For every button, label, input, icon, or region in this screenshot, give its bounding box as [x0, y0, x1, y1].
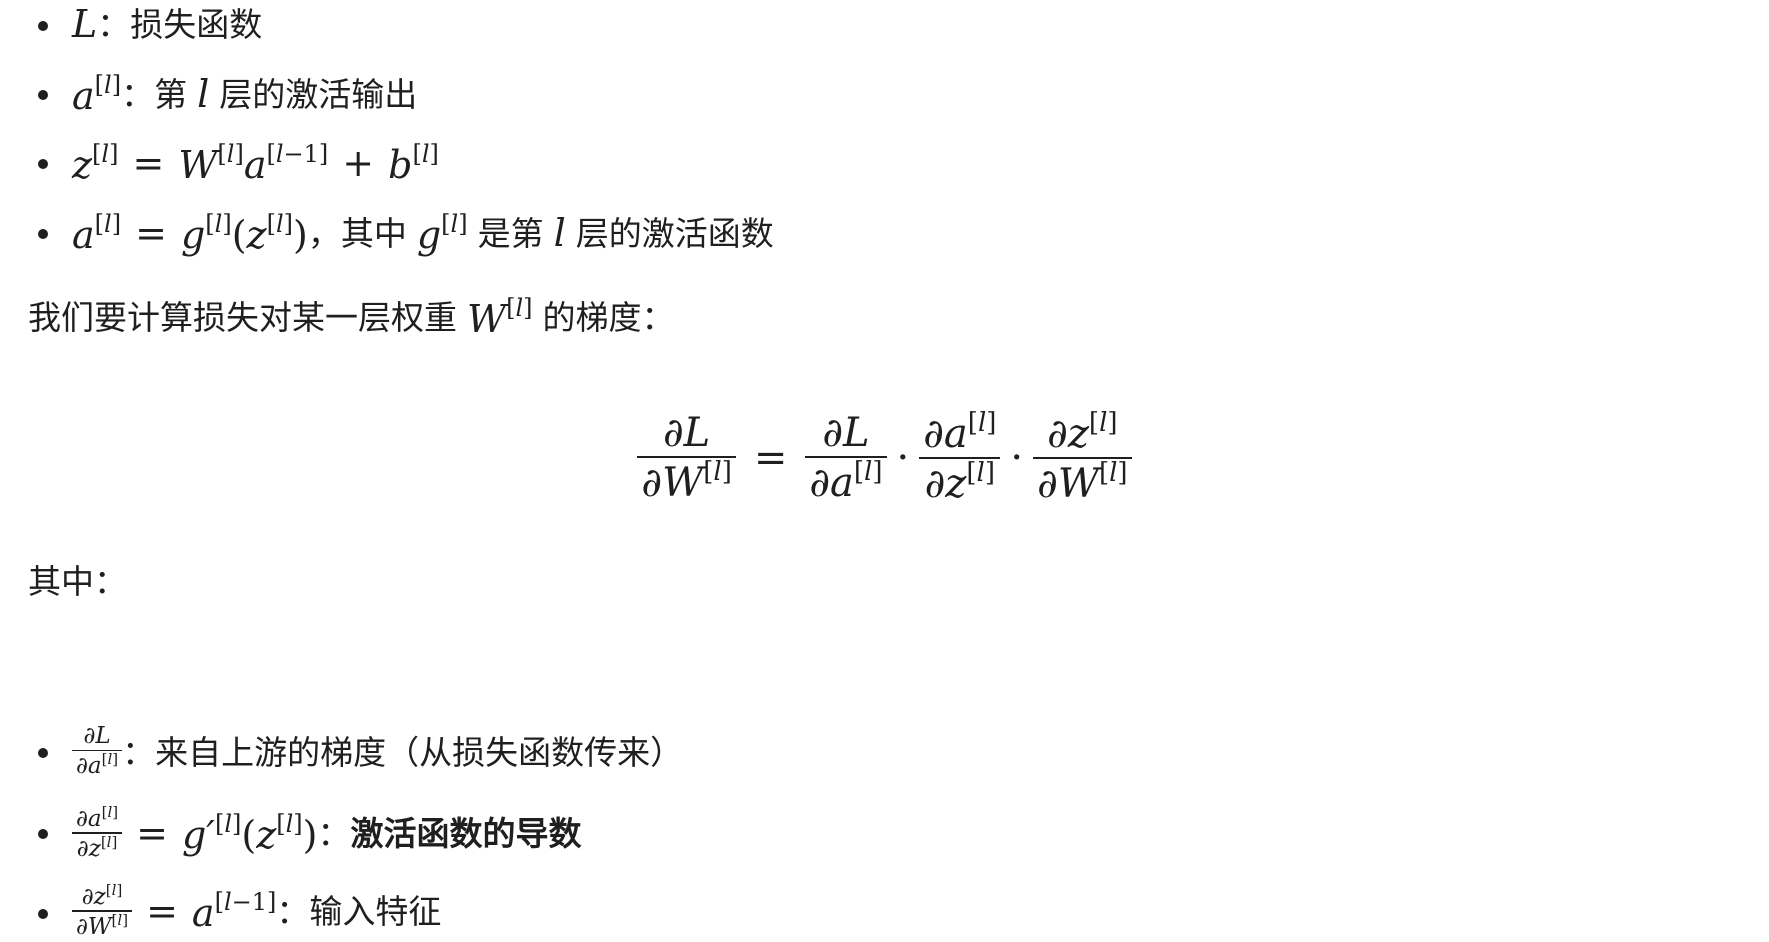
colon: ：: [317, 813, 351, 853]
multiplication-dot: ·: [1010, 435, 1024, 481]
math-z-l: z[l]: [72, 140, 119, 187]
definition-loss: L ： 损失函数: [72, 4, 262, 44]
definition-activation-function-mid: 是第: [477, 213, 544, 253]
equals-sign: =: [136, 811, 168, 855]
bullet-dot: [38, 829, 48, 839]
term-upstream-gradient: ∂L ∂a[l] ： 来自上游的梯度（从损失函数传来）: [72, 722, 683, 782]
term-input-features-description: 输入特征: [309, 891, 442, 931]
equals-sign: =: [146, 889, 178, 933]
term-activation-derivative: ∂a[l] ∂z[l] = g′[l](z[l]) ： 激活函数的导数: [72, 802, 582, 864]
definition-activation-function: a[l] = g[l](z[l]) ， 其中 g[l] 是第 l 层的激活函数: [72, 210, 774, 256]
fraction-dz-dW-small: ∂z[l] ∂W[l]: [72, 882, 133, 940]
equals-sign: =: [132, 141, 165, 185]
fraction-da-dz-small: ∂a[l] ∂z[l]: [72, 804, 123, 862]
intro-paragraph: 我们要计算损失对某一层权重 W[l] 的梯度：: [28, 294, 675, 340]
bullet-dot: [38, 229, 48, 239]
where-text: 其中：: [28, 561, 127, 601]
math-l: l: [553, 211, 566, 255]
definition-activation-output: a[l] ： 第 l 层的激活输出: [72, 72, 417, 116]
math-b-l: b[l]: [388, 140, 439, 187]
equals-sign: =: [135, 211, 167, 255]
math-a-l: a[l]: [72, 210, 122, 257]
math-g-of-z: g[l](z[l]): [180, 210, 308, 257]
bullet-dot: [38, 159, 48, 169]
plus-sign: +: [342, 141, 375, 185]
math-g-prime: g′[l](z[l]): [181, 810, 318, 857]
fraction-da-dz: ∂a[l] ∂z[l]: [919, 408, 1001, 507]
math-a-l: a[l]: [72, 71, 122, 118]
bullet-dot: [38, 748, 48, 758]
colon: ：: [276, 891, 310, 931]
comma: ，: [307, 213, 341, 253]
colon: ：: [121, 74, 155, 114]
definition-activation-function-label: 其中: [340, 213, 407, 253]
where-label: 其中：: [28, 560, 127, 602]
equals-sign: =: [753, 435, 788, 481]
math-W-l: W[l]: [467, 294, 533, 341]
chain-rule-equation: ∂L ∂W[l] = ∂L ∂a[l] · ∂a[l] ∂z[l] · ∂z[l…: [0, 408, 1769, 507]
fraction-dL-dW: ∂L ∂W[l]: [637, 410, 736, 506]
term-activation-derivative-description: 激活函数的导数: [350, 813, 582, 853]
fraction-dL-da: ∂L ∂a[l]: [805, 410, 887, 506]
definition-activation-function-after: 层的激活函数: [575, 213, 774, 253]
math-W-l: W[l]a[l−1]: [178, 140, 329, 187]
term-input-features: ∂z[l] ∂W[l] = a[l−1] ： 输入特征: [72, 880, 441, 942]
math-a-l-minus-1: a[l−1]: [191, 888, 277, 935]
fraction-dL-da-small: ∂L ∂a[l]: [72, 724, 123, 779]
bullet-dot: [38, 21, 48, 31]
definition-activation-label-after: 层的激活输出: [219, 74, 418, 114]
bullet-dot: [38, 909, 48, 919]
definition-loss-label: 损失函数: [130, 4, 263, 44]
term-upstream-description: 来自上游的梯度（从损失函数传来）: [155, 732, 684, 772]
colon: ：: [97, 4, 131, 44]
definition-activation-label: 第: [154, 74, 188, 114]
math-L: L: [72, 2, 98, 46]
colon: ：: [122, 732, 156, 772]
intro-text-after: 的梯度：: [542, 297, 675, 337]
definition-linear-step: z[l] = W[l]a[l−1] + b[l]: [72, 140, 439, 186]
bullet-dot: [38, 90, 48, 100]
math-l: l: [197, 72, 210, 116]
math-g-l: g[l]: [416, 210, 468, 257]
multiplication-dot: ·: [896, 435, 910, 481]
intro-text-before: 我们要计算损失对某一层权重: [28, 297, 457, 337]
fraction-dz-dW: ∂z[l] ∂W[l]: [1033, 408, 1132, 507]
